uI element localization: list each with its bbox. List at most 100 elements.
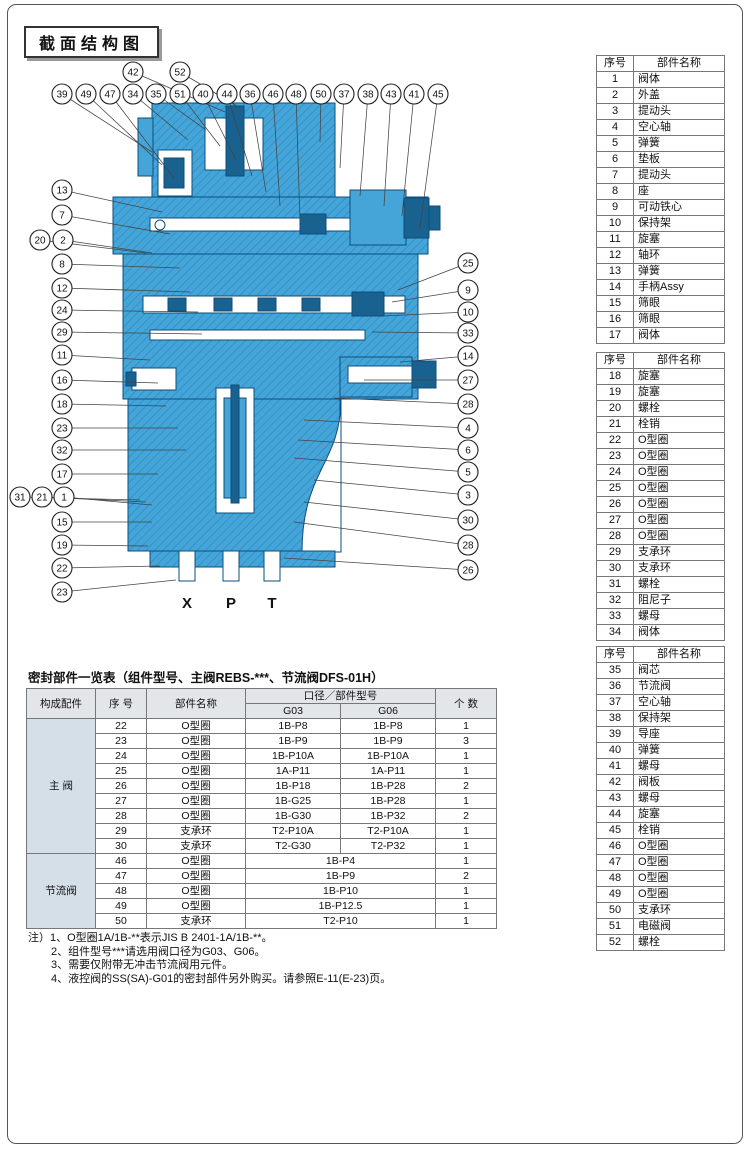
balloon-41: 41 — [403, 83, 425, 105]
balloon-23: 23 — [51, 417, 73, 439]
balloon-circle — [357, 83, 379, 105]
part-name: 弹簧 — [633, 742, 725, 759]
balloon-circle — [457, 345, 479, 367]
balloon-circle — [51, 277, 73, 299]
balloon-circle — [169, 83, 191, 105]
part-no: 5 — [596, 135, 634, 152]
part-name: O型圈 — [633, 464, 725, 481]
leader-line — [401, 93, 415, 217]
footnote-line: 3、需要仅附带无冲击节流阀用元件。 — [51, 959, 234, 971]
balloon-36: 36 — [239, 83, 261, 105]
part-name: 弹簧 — [633, 135, 725, 152]
part-name: 垫板 — [633, 151, 725, 168]
part-no: 25 — [596, 480, 634, 497]
balloon-28: 28 — [457, 534, 479, 556]
balloon-circle — [285, 83, 307, 105]
balloon-circle — [51, 179, 73, 201]
leader-line — [61, 403, 167, 407]
port-label-X: X — [182, 595, 192, 612]
part-name: O型圈 — [633, 886, 725, 903]
seal-cell: O型圈 — [146, 733, 246, 749]
balloon-circle — [9, 486, 31, 508]
seal-cell: 1 — [435, 883, 497, 899]
balloon-number: 21 — [36, 493, 48, 504]
balloon-number: 20 — [34, 236, 46, 247]
balloon-7: 7 — [51, 204, 73, 226]
balloon-circle — [457, 534, 479, 556]
seal-cell: 1B-P9 — [340, 733, 436, 749]
balloon-number: 15 — [56, 518, 68, 529]
balloon-number: 2 — [60, 236, 66, 247]
balloon-40: 40 — [192, 83, 214, 105]
part-name: 阀体 — [633, 624, 725, 641]
seal-cell: 1B-P28 — [340, 793, 436, 809]
leader-line — [339, 93, 345, 169]
balloon-2: 2 — [52, 229, 74, 251]
part-no: 27 — [596, 512, 634, 529]
balloon-number: 22 — [56, 564, 68, 575]
part-no: 37 — [596, 694, 634, 711]
part-no: 46 — [596, 838, 634, 855]
seal-cell: O型圈 — [146, 853, 246, 869]
part-no: 16 — [596, 311, 634, 328]
footnote-line: 4、液控阀的SS(SA)-G01的密封部件另外购买。请参照E-11(E-23)页… — [51, 972, 392, 985]
balloon-number: 11 — [57, 351, 68, 362]
part-name: 筛眼 — [633, 295, 725, 312]
balloon-6: 6 — [457, 439, 479, 461]
balloon-number: 4 — [465, 424, 471, 435]
seal-cell: 30 — [95, 838, 147, 854]
port-label-T: T — [267, 595, 276, 612]
balloon-circle — [122, 61, 144, 83]
part-name: O型圈 — [633, 870, 725, 887]
part-no: 31 — [596, 576, 634, 593]
seal-cell: 1B-P8 — [340, 718, 436, 734]
balloon-number: 23 — [56, 588, 68, 599]
balloon-circle — [216, 83, 238, 105]
seal-header: 个 数 — [435, 688, 497, 719]
balloon-circle — [457, 252, 479, 274]
leader-line — [283, 557, 469, 571]
balloon-circle — [51, 253, 73, 275]
balloon-28: 28 — [457, 393, 479, 415]
part-no: 2 — [596, 87, 634, 104]
part-no: 34 — [596, 624, 634, 641]
balloon-circle — [403, 83, 425, 105]
seal-cell: 1 — [435, 913, 497, 929]
seal-cell: 1B-P10A — [245, 748, 341, 764]
part-name: 提动头 — [633, 167, 725, 184]
part-name: 螺栓 — [633, 576, 725, 593]
balloon-21: 21 — [31, 486, 53, 508]
port-label-P: P — [226, 595, 236, 612]
seal-cell: O型圈 — [146, 868, 246, 884]
balloon-number: 38 — [362, 90, 374, 101]
part-name: O型圈 — [633, 480, 725, 497]
leader-line — [61, 189, 163, 213]
balloon-number: 8 — [59, 260, 65, 271]
part-no: 42 — [596, 774, 634, 791]
leader-line — [293, 521, 469, 546]
seal-header: G06 — [340, 703, 436, 719]
leader-line — [109, 93, 175, 179]
balloon-circle — [457, 301, 479, 323]
leader-line — [63, 496, 153, 506]
seal-cell: O型圈 — [146, 718, 246, 734]
balloon-10: 10 — [457, 301, 479, 323]
